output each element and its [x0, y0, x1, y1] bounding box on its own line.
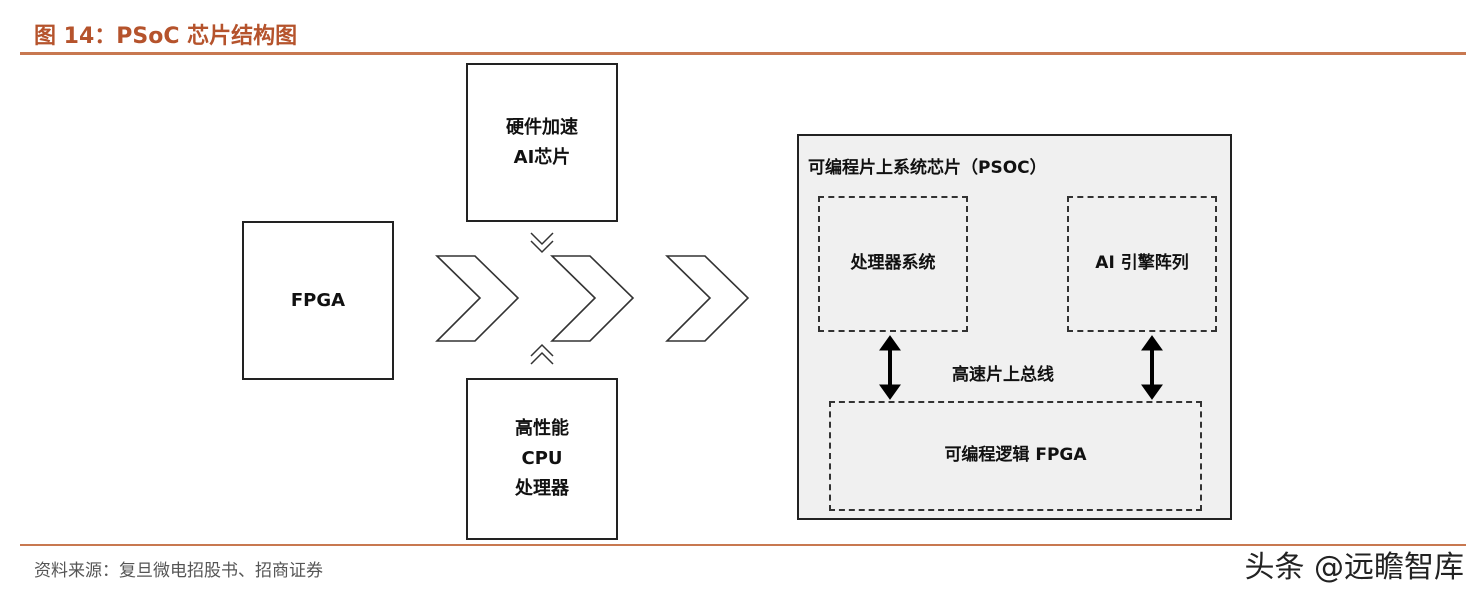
bus-arrow-left [879, 335, 901, 400]
cpu-label-3: 处理器 [515, 477, 569, 499]
bus-label: 高速片上总线 [952, 365, 1054, 385]
ai-chip-box: 硬件加速 AI芯片 [466, 63, 618, 222]
cpu-box: 高性能 CPU 处理器 [466, 378, 618, 540]
psoc-title: 可编程片上系统芯片（PSOC） [808, 158, 1047, 178]
ai-engine-box: AI 引擎阵列 [1067, 196, 1217, 332]
cpu-label-2: CPU [521, 448, 563, 470]
bottom-rule [20, 544, 1466, 546]
ai-chip-label-2: AI芯片 [513, 146, 571, 168]
chevron-arrow-2 [550, 255, 635, 342]
fpga-label: FPGA [290, 289, 346, 311]
chevron-down-icon [530, 232, 554, 246]
chevron-up-icon-inner [530, 351, 554, 365]
ai-engine-label-2: 引擎阵列 [1120, 253, 1189, 274]
chevron-up-icon [530, 343, 554, 357]
source-note: 资料来源：复旦微电招股书、招商证券 [34, 561, 323, 581]
chevron-arrow-1 [435, 255, 520, 342]
psoc-container [797, 134, 1232, 520]
ai-engine-label-1: AI [1095, 253, 1115, 274]
title-rule [20, 52, 1466, 55]
bus-arrow-right [1141, 335, 1163, 400]
chevron-arrow-3 [665, 255, 750, 342]
fpga-box: FPGA [242, 221, 394, 380]
figure-title: 图 14：PSoC 芯片结构图 [34, 24, 298, 49]
ai-chip-label-1: 硬件加速 [506, 116, 578, 138]
watermark: 头条 @远瞻智库 [1244, 550, 1464, 585]
processor-system-box: 处理器系统 [818, 196, 968, 332]
fpga-logic-box: 可编程逻辑 FPGA [829, 401, 1202, 511]
processor-system-label: 处理器系统 [850, 253, 936, 274]
fpga-logic-label: 可编程逻辑 FPGA [944, 445, 1087, 466]
cpu-label-1: 高性能 [515, 418, 569, 440]
chevron-down-icon-inner [530, 240, 554, 254]
